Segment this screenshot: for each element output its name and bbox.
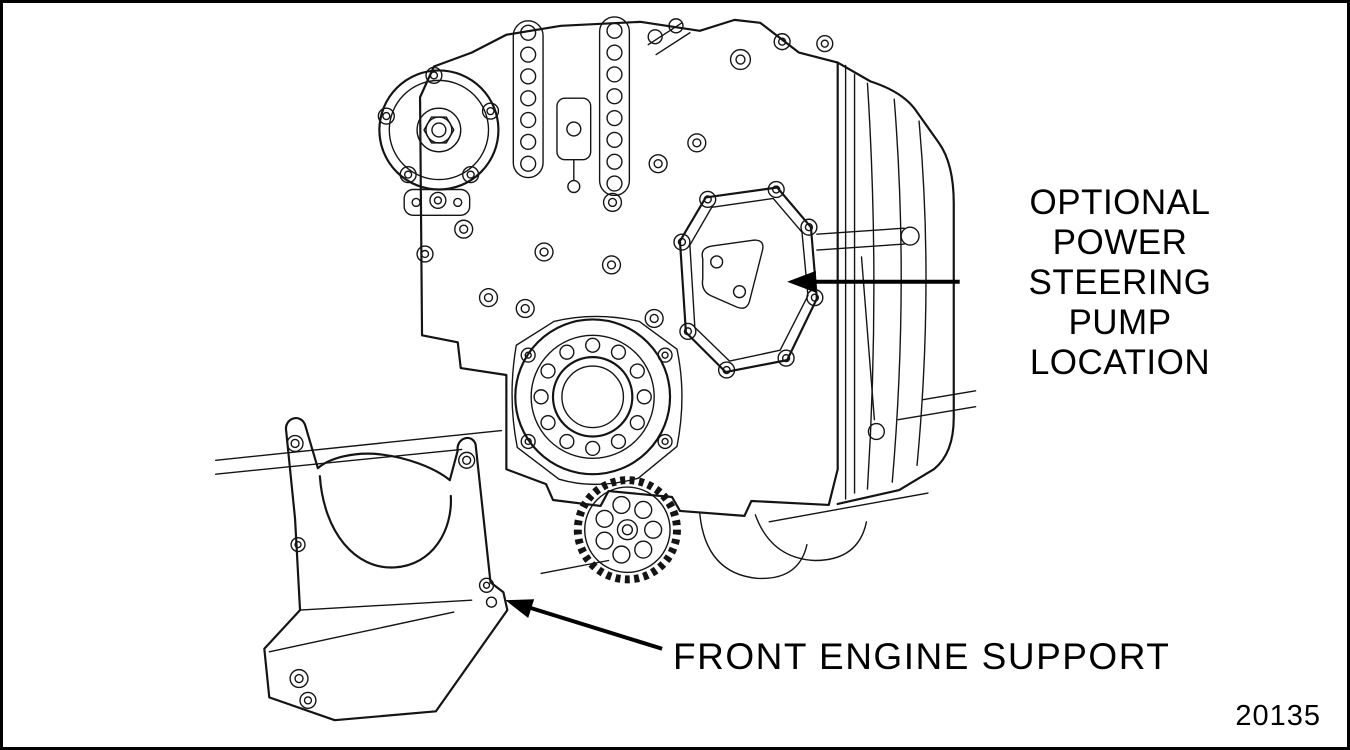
power-steering-pump-cover [673,180,824,379]
pump-label-line-3: STEERING [1028,263,1212,302]
figure-number: 20135 [1235,700,1321,732]
engine-front-view-drawing [215,16,977,722]
pump-location-arrow [787,270,960,293]
support-arrow [505,599,663,651]
pump-label-line-4: PUMP [1068,303,1172,342]
camshaft-gear [573,476,681,584]
frame-rails [215,390,977,575]
pump-label-line-2: POWER [1052,223,1188,262]
pump-label-line-1: OPTIONAL [1029,183,1211,222]
flywheel-housing [699,61,955,580]
water-pump [377,66,500,216]
blanking-plate [701,239,764,309]
pump-location-label: OPTIONAL POWER STEERING PUMP LOCATION [1004,183,1236,383]
pump-label-line-5: LOCATION [1029,343,1211,382]
front-engine-support-label: FRONT ENGINE SUPPORT [673,636,1171,677]
timing-chain [512,16,691,197]
crankshaft-hub [511,315,683,486]
front-engine-support-bracket [263,417,509,722]
bolt-heads [416,33,834,329]
